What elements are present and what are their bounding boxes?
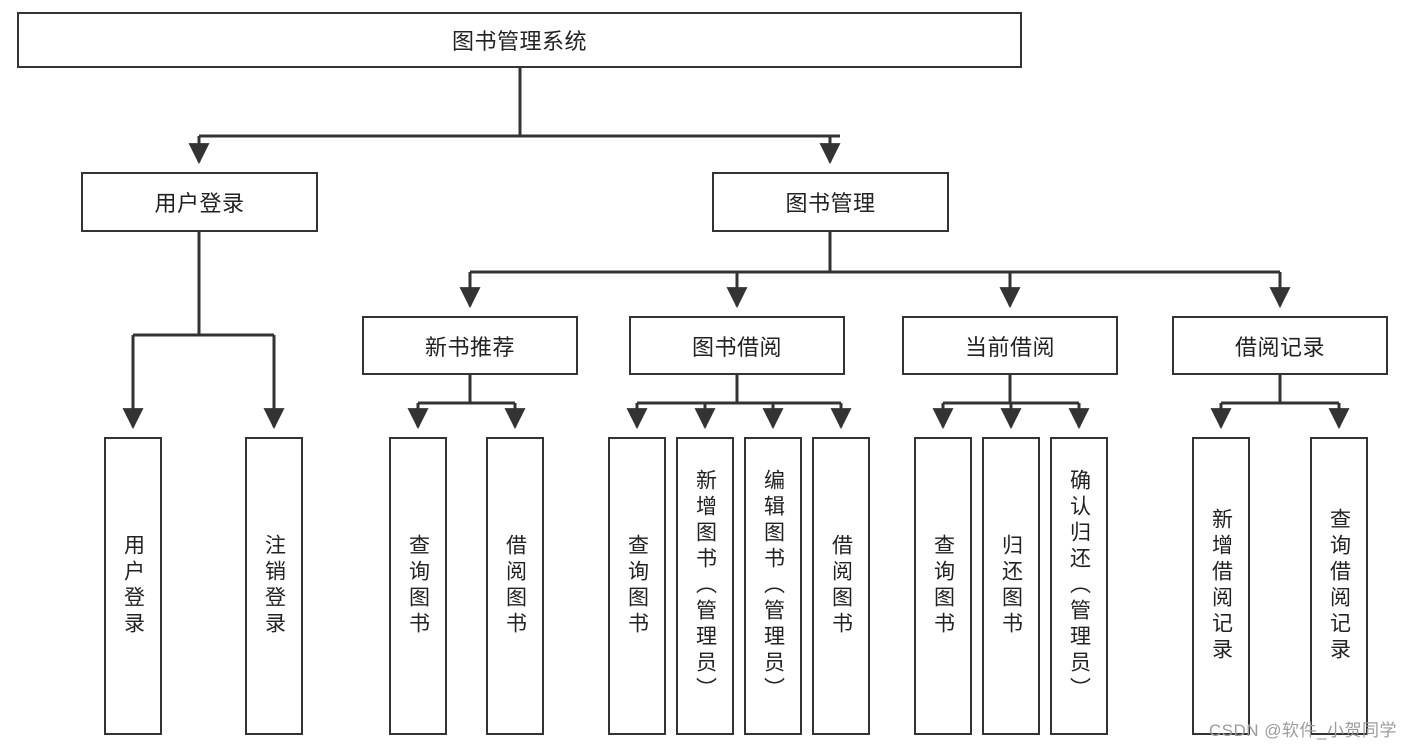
leaf-confirm-return-admin[interactable]: 确认归还（管理员） [1050,437,1108,735]
node-label: 查询图书 [625,534,649,638]
leaf-user-login[interactable]: 用户登录 [104,437,162,735]
leaf-add-borrow-record[interactable]: 新增借阅记录 [1192,437,1250,735]
leaf-query-book-recommend[interactable]: 查询图书 [389,437,447,735]
node-label: 用户登录 [154,191,245,216]
leaf-edit-book-admin[interactable]: 编辑图书（管理员） [744,437,802,735]
node-root-system[interactable]: 图书管理系统 [17,12,1022,68]
node-label: 图书管理系统 [451,29,587,54]
node-label: 图书管理 [785,191,876,216]
watermark: CSDN @软件_小贺同学 [1208,721,1397,740]
node-label: 新书推荐 [424,334,515,360]
leaf-return-book[interactable]: 归还图书 [982,437,1040,735]
node-label: 当前借阅 [964,334,1055,360]
node-user-login[interactable]: 用户登录 [81,172,318,232]
node-label: 用户登录 [121,534,145,638]
leaf-add-book-admin[interactable]: 新增图书（管理员） [676,437,734,735]
leaf-query-borrow-record[interactable]: 查询借阅记录 [1310,437,1368,735]
node-label: 新增借阅记录 [1209,508,1233,664]
node-label: 确认归还（管理员） [1067,469,1091,703]
leaf-borrow-book[interactable]: 借阅图书 [812,437,870,735]
node-label: 查询借阅记录 [1327,508,1351,664]
node-label: 查询图书 [406,534,430,638]
node-label: 借阅图书 [503,534,527,638]
leaf-query-book-current[interactable]: 查询图书 [914,437,972,735]
node-label: 注销登录 [262,534,286,638]
node-label: 图书借阅 [691,334,782,360]
node-label: 编辑图书（管理员） [761,469,785,703]
node-label: 归还图书 [999,534,1023,638]
node-label: 借阅记录 [1234,334,1325,360]
node-current-borrow[interactable]: 当前借阅 [902,316,1118,375]
leaf-borrow-book-recommend[interactable]: 借阅图书 [486,437,544,735]
node-new-book-recommend[interactable]: 新书推荐 [362,316,578,375]
node-borrow-records[interactable]: 借阅记录 [1172,316,1388,375]
node-book-borrow[interactable]: 图书借阅 [629,316,845,375]
node-label: 查询图书 [931,534,955,638]
node-label: 借阅图书 [829,534,853,638]
node-label: 新增图书（管理员） [693,469,717,703]
leaf-logout[interactable]: 注销登录 [245,437,303,735]
leaf-query-book-borrow[interactable]: 查询图书 [608,437,666,735]
node-book-management[interactable]: 图书管理 [712,172,949,232]
